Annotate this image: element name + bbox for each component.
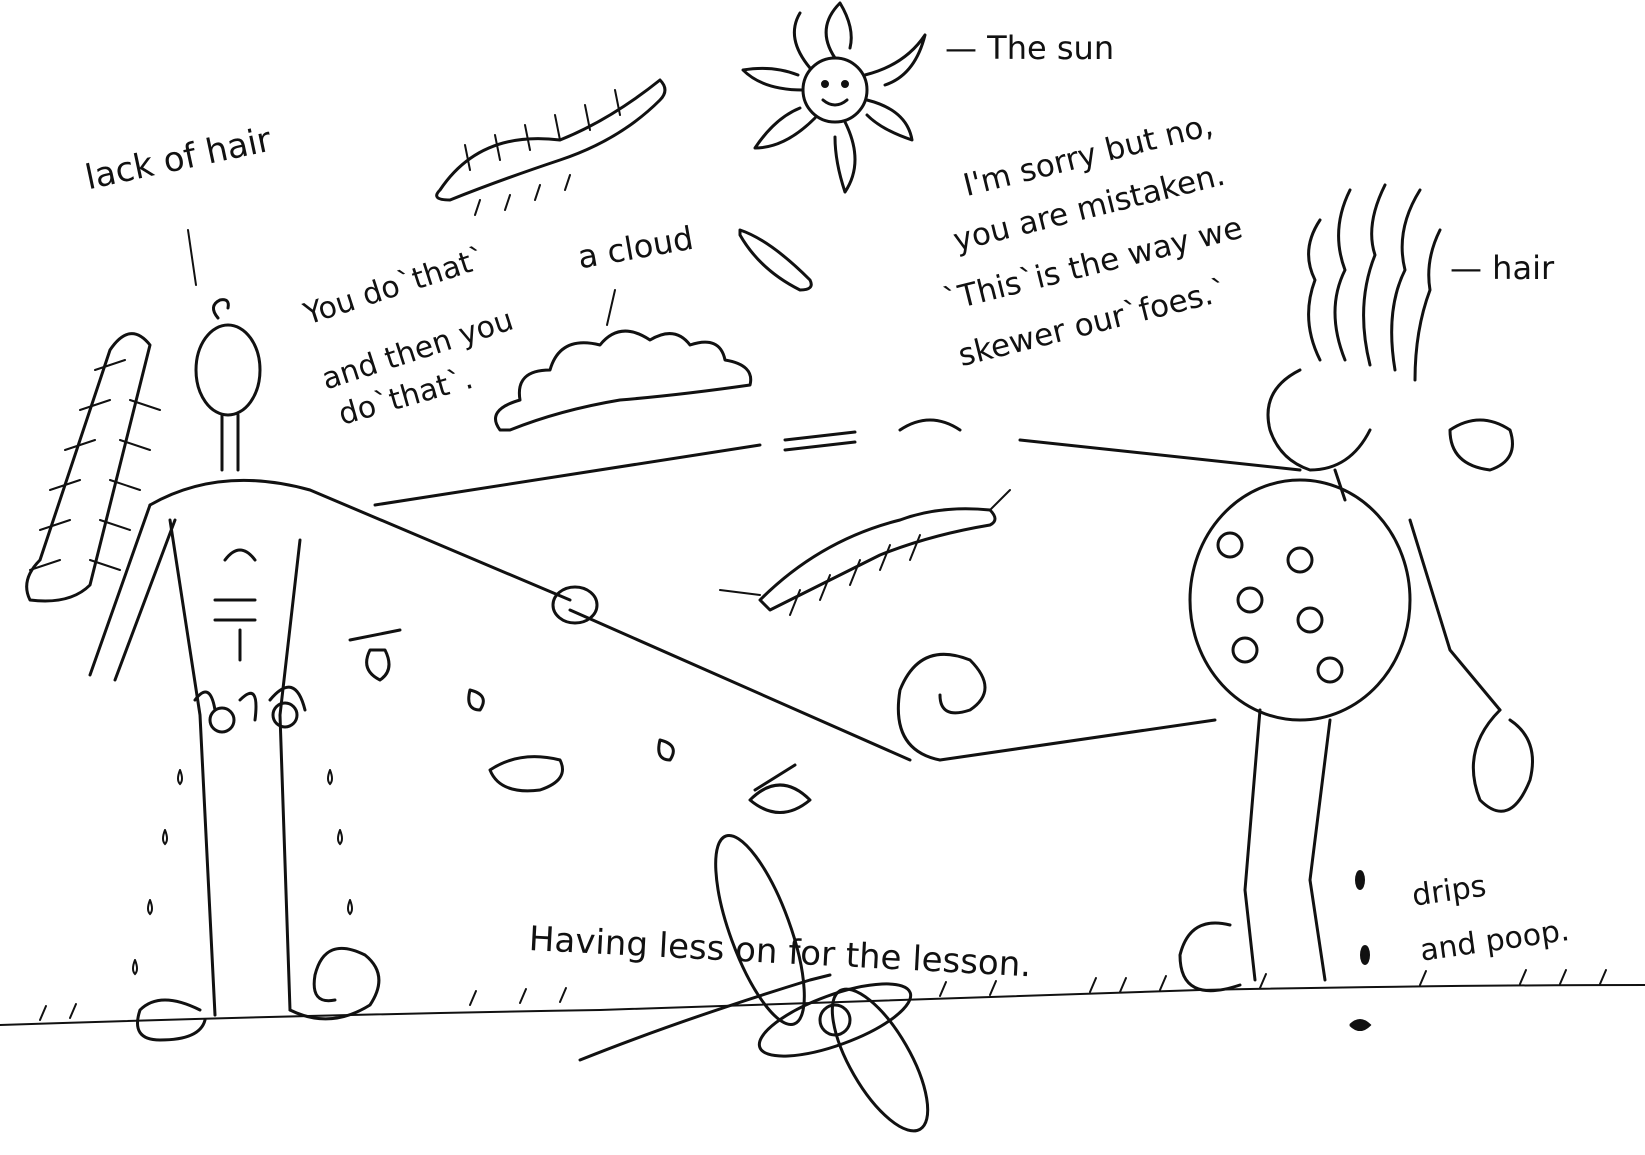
sun-drawing: [741, 1, 927, 194]
label-leader-lines: [187, 229, 197, 286]
drips-drawing: [132, 769, 353, 976]
ground-line: [0, 969, 1645, 1026]
centipede-left-drawing: [25, 332, 161, 603]
dragonfly-drawing: [578, 833, 930, 1133]
hair-figure-drawing: [896, 183, 1534, 1031]
centipede-top-drawing: [435, 78, 667, 216]
centipede-middle-drawing: [719, 489, 1011, 616]
label-hair: — hair: [1450, 249, 1555, 287]
skewer-drawing: [373, 430, 912, 762]
fly-insects-drawing: [348, 228, 1514, 814]
cloud-drawing: [494, 289, 753, 432]
bald-figure-drawing: [88, 298, 572, 1042]
label-the-sun: — The sun: [945, 29, 1115, 67]
